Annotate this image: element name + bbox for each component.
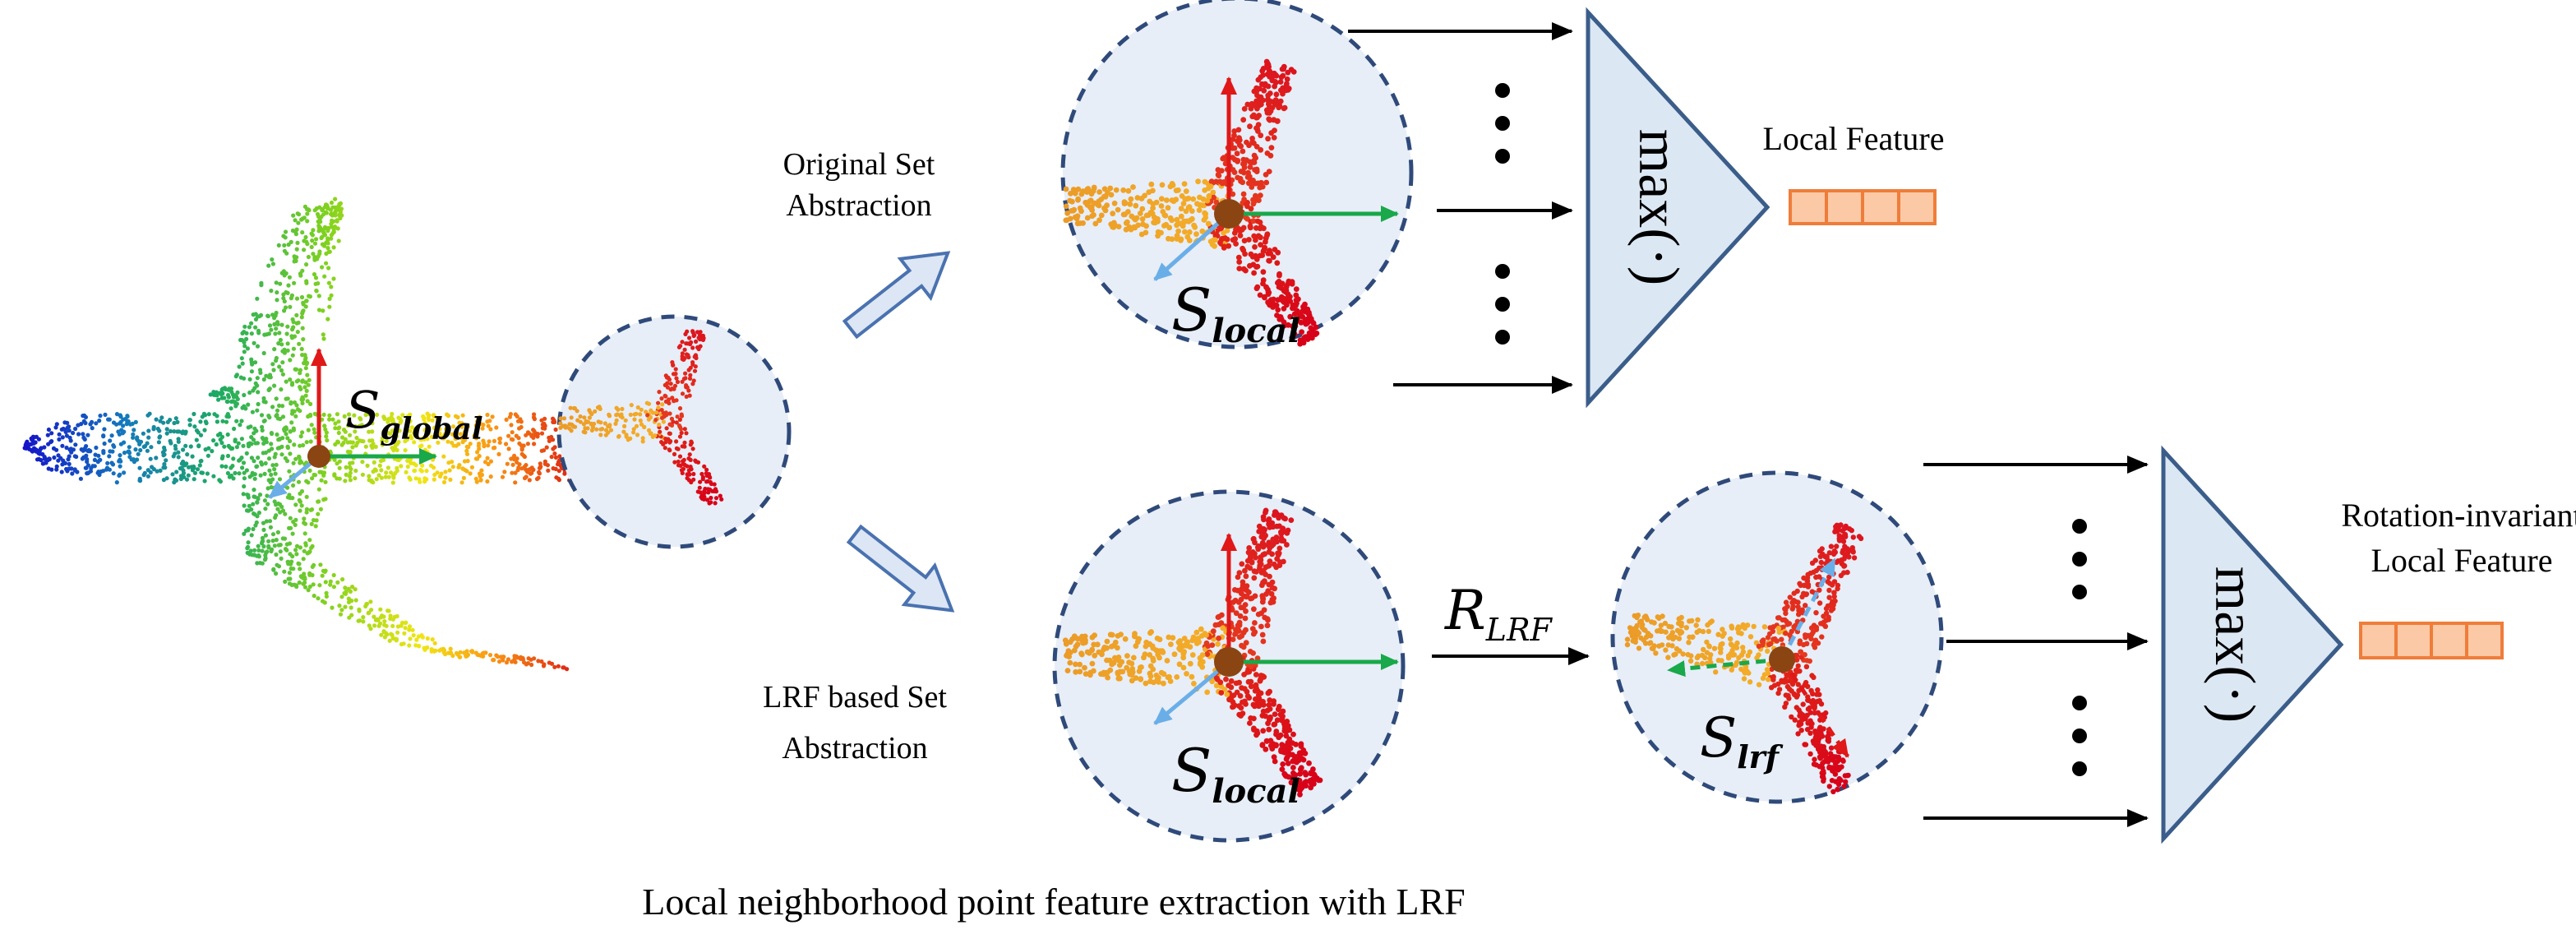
neighborhood-circle	[556, 314, 792, 549]
local-feature-label: Local Feature	[1763, 120, 1945, 157]
global-frame-axes	[268, 348, 437, 499]
branch-arrow-up	[842, 251, 951, 340]
bottom-max-pooling	[2161, 445, 2344, 844]
branch-arrow-down	[846, 524, 955, 613]
bottom-local-points	[1062, 507, 1323, 798]
s-local-top-symbol: Slocal	[1171, 275, 1300, 350]
ri-feature-label-line1: Rotation-invariant	[2341, 497, 2576, 534]
top-local-axes	[1153, 76, 1399, 281]
s-local-bottom-symbol: Slocal	[1171, 736, 1300, 811]
original-sa-label-line2: Abstraction	[786, 188, 931, 223]
bottom-max-label: max(·)	[2203, 567, 2266, 723]
top-max-pooling	[1586, 7, 1770, 409]
bottom-feature-arrows	[1923, 456, 2149, 827]
local-feature-vector	[1789, 189, 1937, 225]
lrf-axes	[1667, 557, 1850, 758]
caption: Local neighborhood point feature extract…	[642, 881, 1466, 923]
lrf-sa-label-line2: Abstraction	[782, 731, 927, 766]
original-sa-label-line1: Original Set	[783, 147, 935, 182]
neighborhood-points	[558, 329, 724, 506]
airplane-point-cloud	[22, 197, 578, 672]
bottom-local-axes	[1153, 533, 1399, 725]
r-lrf-symbol: RLRF	[1444, 579, 1553, 648]
lrf-sa-label-line1: LRF based Set	[763, 680, 947, 715]
top-feature-arrows	[1348, 22, 1573, 394]
top-max-label: max(·)	[1627, 129, 1690, 285]
s-global-symbol: Sglobal	[345, 380, 483, 446]
lrf-points	[1624, 522, 1864, 794]
s-lrf-symbol: Slrf	[1700, 706, 1784, 775]
ri-local-feature-vector	[2359, 622, 2504, 659]
lrf-circle	[1610, 470, 1944, 804]
ri-feature-label-line2: Local Feature	[2371, 542, 2553, 579]
